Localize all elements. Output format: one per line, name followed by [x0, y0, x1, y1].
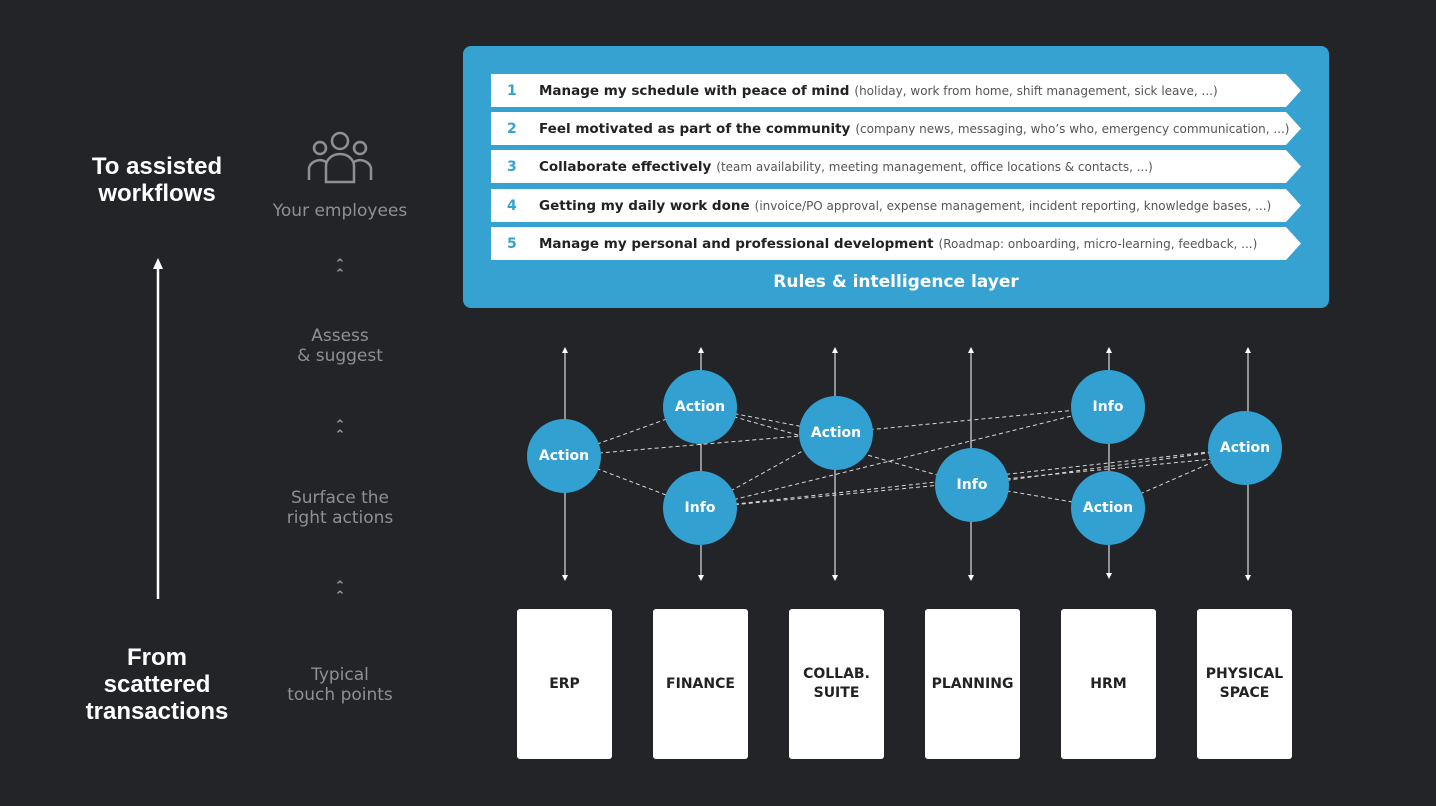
- step-assess: Assess & suggest: [297, 326, 383, 366]
- need-detail: (company news, messaging, who’s who, eme…: [855, 121, 1290, 136]
- step-employees: Your employees: [272, 201, 408, 221]
- need-number: 4: [507, 197, 517, 214]
- double-chevron-up-icon: ⌃⌃: [334, 257, 346, 282]
- node-info: Info: [935, 448, 1009, 522]
- node-action: Action: [799, 396, 873, 470]
- need-number: 5: [507, 235, 517, 252]
- rules-layer-label: Rules & intelligence layer: [773, 272, 1019, 292]
- node-action: Action: [1071, 471, 1145, 545]
- need-row: 2 Feel motivated as part of the communit…: [491, 112, 1301, 145]
- need-title: Collaborate effectively: [539, 158, 712, 175]
- top-heading: To assisted workflows: [91, 153, 223, 207]
- need-detail: (invoice/PO approval, expense management…: [754, 198, 1272, 213]
- need-row: 5 Manage my personal and professional de…: [491, 227, 1301, 260]
- need-detail: (team availability, meeting management, …: [716, 159, 1153, 174]
- need-detail: (Roadmap: onboarding, micro-learning, fe…: [938, 236, 1258, 251]
- node-action: Action: [663, 370, 737, 444]
- need-row: 1 Manage my schedule with peace of mind …: [491, 74, 1301, 107]
- double-chevron-up-icon: ⌃⌃: [334, 418, 346, 443]
- double-chevron-up-icon: ⌃⌃: [334, 579, 346, 604]
- need-title: Manage my personal and professional deve…: [539, 235, 934, 252]
- group-people-icon: [307, 131, 373, 184]
- node-info: Info: [663, 471, 737, 545]
- system-box-erp: ERP: [517, 609, 612, 759]
- system-box-physical-space: PHYSICAL SPACE: [1197, 609, 1292, 759]
- system-box-hrm: HRM: [1061, 609, 1156, 759]
- node-action: Action: [527, 419, 601, 493]
- system-box-finance: FINANCE: [653, 609, 748, 759]
- need-title: Manage my schedule with peace of mind: [539, 82, 850, 99]
- step-touch-points: Typical touch points: [287, 665, 393, 705]
- need-number: 1: [507, 82, 517, 99]
- system-box-planning: PLANNING: [925, 609, 1020, 759]
- need-title: Feel motivated as part of the community: [539, 120, 851, 137]
- need-number: 3: [507, 158, 517, 175]
- up-arrow-icon: [153, 258, 163, 599]
- need-number: 2: [507, 120, 517, 137]
- need-title: Getting my daily work done: [539, 197, 750, 214]
- node-info: Info: [1071, 370, 1145, 444]
- node-action: Action: [1208, 411, 1282, 485]
- bottom-heading: From scattered transactions: [85, 644, 229, 725]
- system-box-collab-suite: COLLAB. SUITE: [789, 609, 884, 759]
- need-detail: (holiday, work from home, shift manageme…: [854, 83, 1218, 98]
- need-row: 4 Getting my daily work done (invoice/PO…: [491, 189, 1301, 222]
- need-row: 3 Collaborate effectively (team availabi…: [491, 150, 1301, 183]
- step-surface: Surface the right actions: [286, 488, 394, 528]
